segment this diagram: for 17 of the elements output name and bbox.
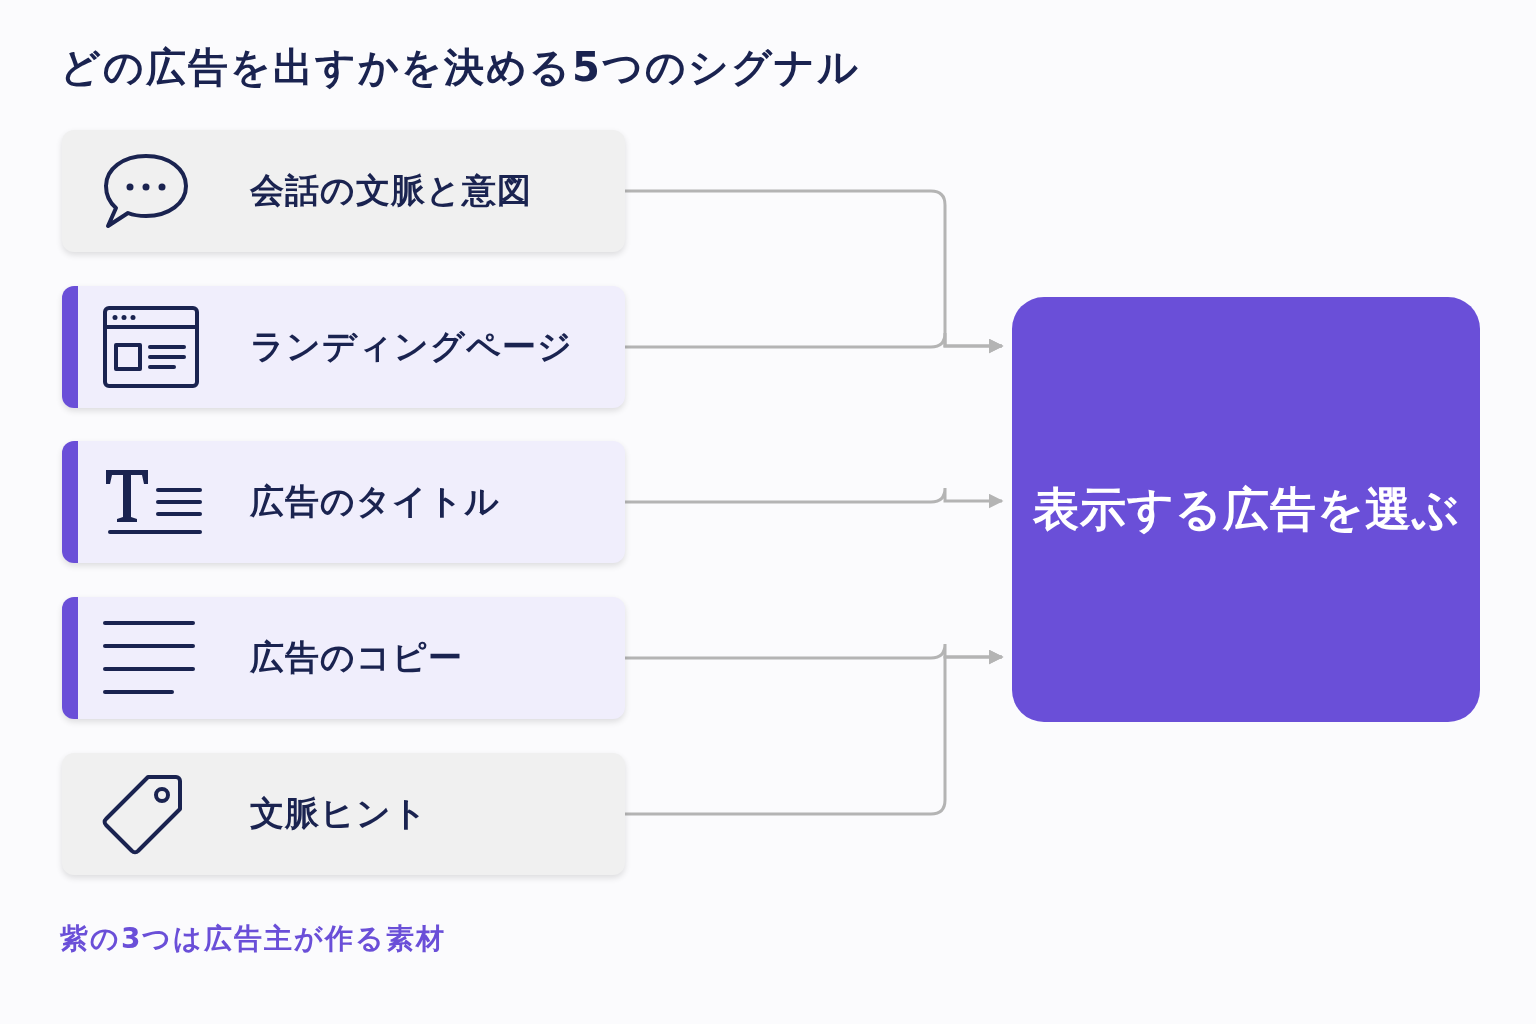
connector-arrow [625,486,1004,509]
signal-label: 会話の文脈と意図 [250,169,532,212]
signal-card [62,130,625,252]
footnote: 紫の3つは広告主が作る素材 [60,921,447,957]
connector-arrow [625,649,1004,816]
signal-card-highlighted [62,441,625,563]
result-box [1012,297,1480,722]
result-label: 表示する広告を選ぶ [1032,480,1460,538]
diagram-title: どの広告を出すかを決める5つのシグナル [60,43,860,92]
signal-card-highlighted [62,597,625,719]
signal-label: 広告のコピー [250,636,463,679]
signal-label: 文脈ヒント [250,792,428,835]
signal-label: ランディングページ [250,325,573,368]
signal-card [62,753,625,875]
signal-label: 広告のタイトル [250,480,500,523]
connector-arrow [625,331,1004,354]
signal-card-highlighted [62,286,625,408]
